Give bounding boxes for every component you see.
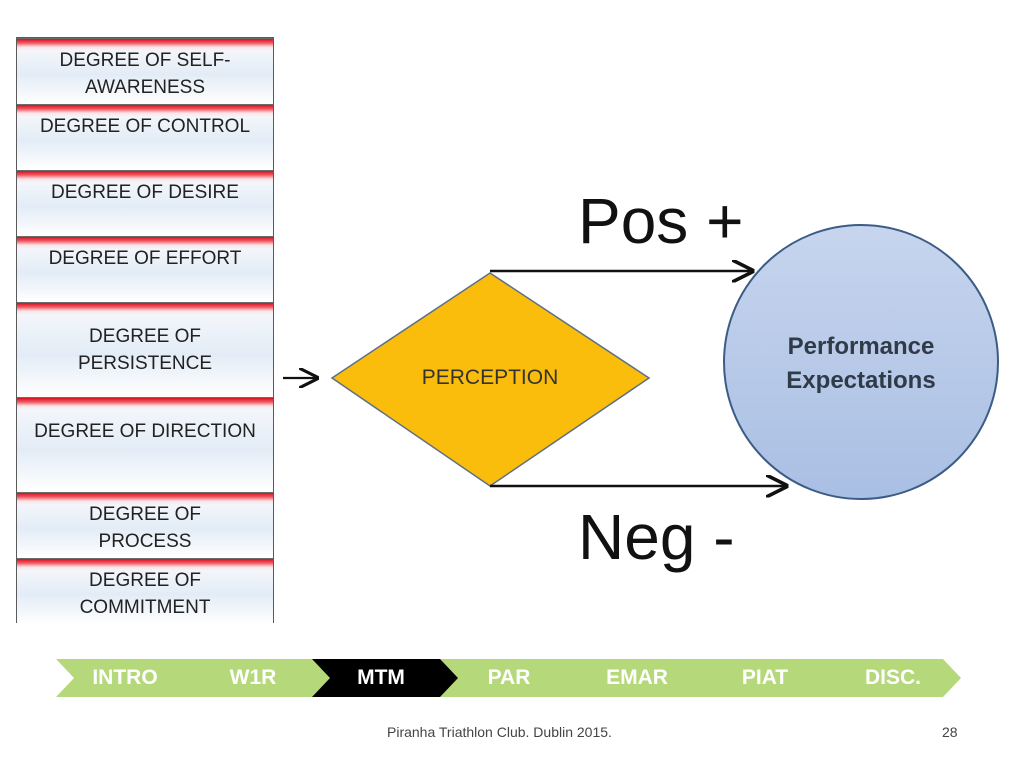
degree-list: DEGREE OF SELF-AWARENESS DEGREE OF CONTR…: [16, 37, 274, 624]
nav-label-intro: INTRO: [92, 666, 158, 689]
degree-label: DEGREE OF SELF-AWARENESS: [59, 50, 231, 98]
degree-label: DEGREE OF DIRECTION: [34, 421, 256, 442]
degree-label: DEGREE OF CONTROL: [39, 116, 251, 137]
page-number: 28: [942, 724, 958, 740]
nav-chevron-emar[interactable]: [568, 659, 715, 697]
footer-text: Piranha Triathlon Club. Dublin 2015.: [387, 724, 612, 740]
degree-label: DEGREE OF PERSISTENCE: [77, 326, 213, 374]
degree-box-self-awareness: DEGREE OF SELF-AWARENESS: [17, 38, 273, 104]
nav-chevron-mtm[interactable]: [312, 659, 459, 697]
positive-label: Pos +: [578, 185, 744, 257]
nav-label-mtm: MTM: [357, 666, 405, 689]
performance-expectations-label: Performance Expectations: [786, 333, 936, 394]
nav-chevron-w1r[interactable]: [184, 659, 331, 697]
degree-box-desire: DEGREE OF DESIRE: [17, 170, 273, 236]
degree-box-persistence: DEGREE OF PERSISTENCE: [17, 302, 273, 397]
chevron-nav: [56, 659, 961, 697]
nav-label-piat: PIAT: [741, 666, 789, 689]
degree-label: DEGREE OF EFFORT: [48, 248, 242, 269]
degree-box-process-orientation: DEGREE OF PROCESS ORIENTATION: [17, 492, 273, 579]
nav-label-emar: EMAR: [606, 666, 668, 689]
degree-box-direction: DEGREE OF DIRECTION: [17, 397, 273, 492]
perception-label: PERCEPTION: [421, 366, 559, 389]
degree-box-effort: DEGREE OF EFFORT: [17, 236, 273, 302]
degree-box-commitment: DEGREE OF COMMITMENT: [17, 558, 273, 624]
degree-label: DEGREE OF DESIRE: [51, 182, 239, 203]
negative-label: Neg -: [578, 501, 735, 573]
nav-chevron-intro[interactable]: [56, 659, 203, 697]
performance-circle: [723, 224, 999, 500]
nav-chevron-piat[interactable]: [696, 659, 843, 697]
nav-chevron-disc[interactable]: [824, 659, 961, 697]
degree-box-control: DEGREE OF CONTROL: [17, 104, 273, 170]
nav-label-par: PAR: [487, 666, 531, 689]
nav-label-w1r: W1R: [229, 666, 277, 689]
nav-label-disc: DISC.: [864, 666, 921, 689]
nav-chevron-par[interactable]: [440, 659, 587, 697]
degree-label: DEGREE OF COMMITMENT: [79, 570, 211, 618]
